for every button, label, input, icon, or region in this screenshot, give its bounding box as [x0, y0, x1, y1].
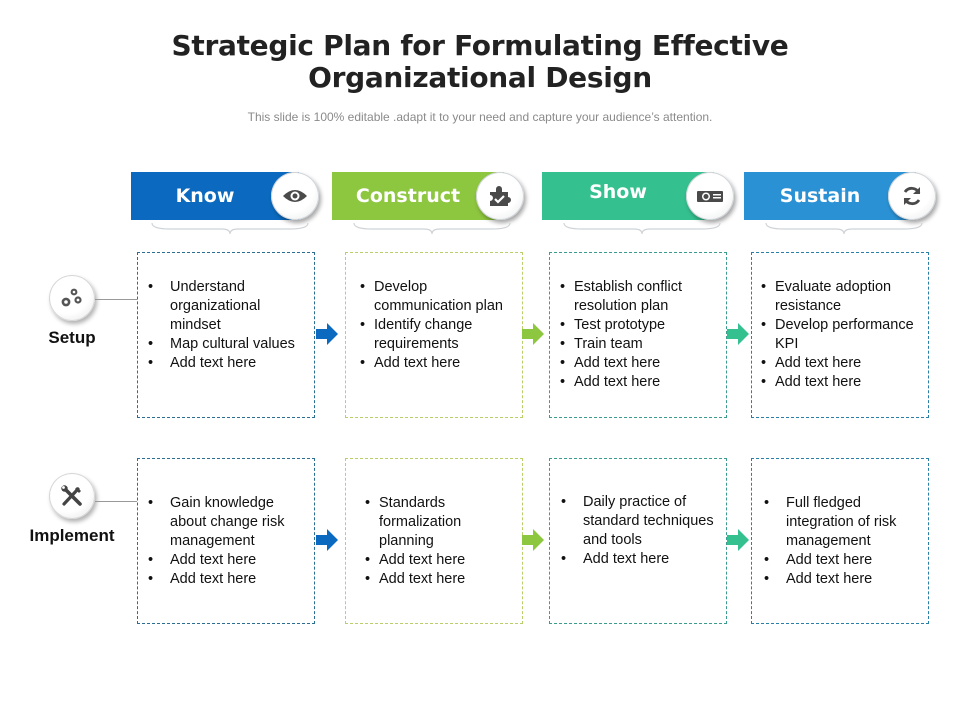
- list-item: Daily practice of standard techniques an…: [561, 493, 716, 550]
- list-item: Standards formalization planning: [365, 494, 512, 551]
- cell-setup-sustain: Evaluate adoption resistance Develop per…: [751, 252, 929, 418]
- list-item: Develop communication plan: [360, 278, 512, 316]
- connector-line: [95, 501, 137, 502]
- list-item: Add text here: [148, 570, 304, 589]
- column-header-know: Know: [131, 172, 319, 220]
- list-item: Add text here: [148, 354, 304, 373]
- cell-implement-show: Daily practice of standard techniques an…: [549, 458, 727, 624]
- cell-implement-construct: Standards formalization planning Add tex…: [345, 458, 523, 624]
- brace-divider: [352, 222, 512, 236]
- list-item: Evaluate adoption resistance: [761, 278, 918, 316]
- projector-icon: [686, 172, 734, 220]
- list-item: Identify change requirements: [360, 316, 512, 354]
- column-header-construct: Construct: [332, 172, 524, 220]
- brace-divider: [764, 222, 924, 236]
- list-item: Add text here: [764, 570, 918, 589]
- gears-icon: [49, 275, 95, 321]
- refresh-icon: [888, 172, 936, 220]
- puzzle-check-icon: [476, 172, 524, 220]
- column-label: Know: [175, 185, 235, 207]
- page-title: Strategic Plan for Formulating Effective…: [0, 30, 960, 94]
- title-line-1: Strategic Plan for Formulating Effective: [171, 29, 789, 62]
- tools-icon: [49, 473, 95, 519]
- title-line-2: Organizational Design: [308, 61, 652, 94]
- arrow-right-icon: [316, 323, 338, 345]
- cell-setup-show: Establish conflict resolution plan Test …: [549, 252, 727, 418]
- column-label: Construct: [355, 185, 461, 207]
- list-item: Understand organizational mindset: [148, 278, 304, 335]
- list-item: Add text here: [761, 354, 918, 373]
- arrow-right-icon: [316, 529, 338, 551]
- eye-icon: [271, 172, 319, 220]
- list-item: Gain knowledge about change risk managem…: [148, 494, 304, 551]
- brace-divider: [150, 222, 310, 236]
- list-item: Add text here: [764, 551, 918, 570]
- cell-implement-know: Gain knowledge about change risk managem…: [137, 458, 315, 624]
- cell-setup-construct: Develop communication plan Identify chan…: [345, 252, 523, 418]
- list-item: Add text here: [761, 373, 918, 392]
- list-item: Add text here: [365, 570, 512, 589]
- list-item: Map cultural values: [148, 335, 304, 354]
- arrow-right-icon: [727, 529, 749, 551]
- column-header-sustain: Sustain: [744, 172, 936, 220]
- arrow-right-icon: [727, 323, 749, 345]
- list-item: Full fledged integration of risk managem…: [764, 494, 918, 551]
- arrow-right-icon: [522, 323, 544, 345]
- column-label: Sustain: [779, 185, 861, 207]
- list-item: Test prototype: [560, 316, 716, 335]
- list-item: Add text here: [560, 354, 716, 373]
- arrow-right-icon: [522, 529, 544, 551]
- list-item: Add text here: [561, 550, 716, 569]
- connector-line: [95, 299, 137, 300]
- row-label-implement: Implement: [29, 526, 115, 545]
- list-item: Train team: [560, 335, 716, 354]
- list-item: Add text here: [560, 373, 716, 392]
- cell-setup-know: Understand organizational mindset Map cu…: [137, 252, 315, 418]
- row-label-setup: Setup: [48, 328, 96, 347]
- list-item: Develop performance KPI: [761, 316, 918, 354]
- column-header-show: Show: [542, 172, 734, 220]
- column-label: Show: [589, 181, 647, 203]
- cell-implement-sustain: Full fledged integration of risk managem…: [751, 458, 929, 624]
- brace-divider: [562, 222, 722, 236]
- list-item: Add text here: [365, 551, 512, 570]
- list-item: Add text here: [360, 354, 512, 373]
- list-item: Add text here: [148, 551, 304, 570]
- list-item: Establish conflict resolution plan: [560, 278, 716, 316]
- subtitle: This slide is 100% editable .adapt it to…: [247, 110, 713, 124]
